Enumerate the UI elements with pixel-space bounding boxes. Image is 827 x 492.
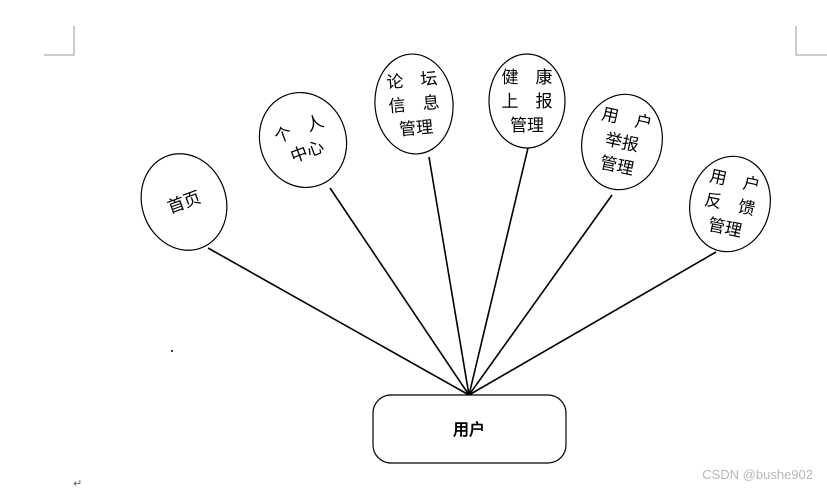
node-feedback-ellipse bbox=[689, 155, 771, 253]
connector-home bbox=[207, 247, 470, 396]
node-health: 健 康上 报管理 bbox=[488, 53, 566, 149]
node-health-ellipse bbox=[488, 53, 566, 149]
center-node-label: 用户 bbox=[453, 420, 485, 439]
node-forum: 论 坛信 息管理 bbox=[374, 53, 454, 155]
connector-health bbox=[468, 147, 529, 396]
node-forum-label-1: 信 息 bbox=[388, 93, 441, 117]
connector-report bbox=[468, 194, 613, 396]
node-feedback: 用 户反 馈管理 bbox=[689, 155, 771, 253]
node-forum-label-2: 管理 bbox=[398, 117, 434, 140]
node-forum-label-0: 论 坛 bbox=[386, 69, 439, 93]
node-health-label-2: 管理 bbox=[510, 116, 544, 136]
node-forum-ellipse bbox=[374, 53, 454, 155]
connector-personal bbox=[329, 187, 470, 396]
stray-dot bbox=[171, 350, 173, 352]
connector-feedback bbox=[468, 251, 717, 396]
connector-forum bbox=[428, 156, 470, 396]
node-personal-ellipse bbox=[258, 91, 348, 189]
node-home-ellipse bbox=[140, 153, 228, 251]
paragraph-mark: ↵ bbox=[73, 477, 83, 490]
node-health-label-1: 上 报 bbox=[502, 92, 553, 112]
node-home: 首页 bbox=[140, 153, 228, 251]
node-health-label-0: 健 康 bbox=[502, 68, 553, 88]
feature-nodes: 首页个 人中心论 坛信 息管理健 康上 报管理用 户举报管理用 户反 馈管理 bbox=[140, 53, 771, 253]
center-node: 用户 bbox=[372, 394, 567, 464]
node-report-ellipse bbox=[581, 93, 663, 191]
node-personal: 个 人中心 bbox=[258, 91, 348, 189]
watermark: CSDN @bushe902 bbox=[702, 467, 813, 482]
connector-lines bbox=[207, 147, 717, 396]
page-corner-marks bbox=[44, 26, 827, 56]
